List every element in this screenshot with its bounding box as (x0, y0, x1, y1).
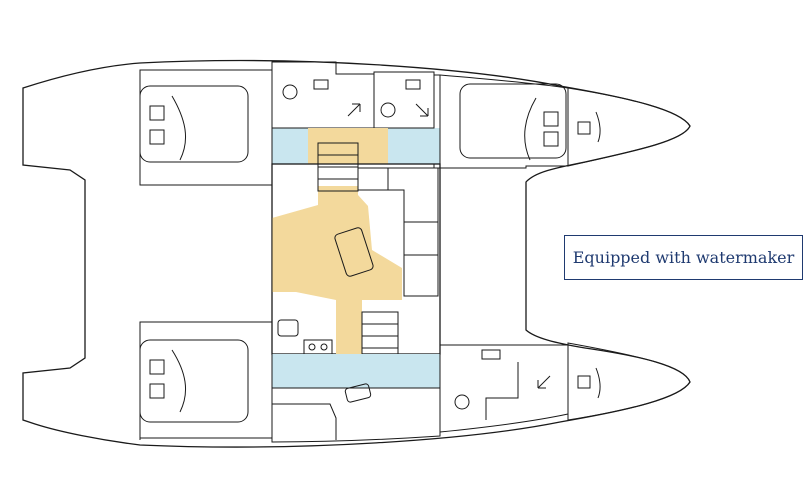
head-stbd-fwd-shower-icon (415, 103, 429, 117)
interior-lines (139, 62, 569, 442)
cabin-aft-starboard (139, 69, 273, 186)
head-port-shower-icon (537, 375, 551, 389)
galley-sink (344, 383, 372, 403)
pillows (149, 105, 591, 399)
galley-port (271, 387, 441, 443)
head-port-sink (481, 349, 501, 360)
berth-aft-port (139, 339, 249, 423)
bow-zone-port (567, 342, 691, 421)
head-port (439, 344, 569, 433)
watermaker-callout: Equipped with watermaker (564, 235, 803, 280)
chart-seat (277, 319, 299, 337)
saloon-table (334, 227, 374, 277)
corridor-port (272, 354, 440, 388)
head-starboard-fwd (373, 71, 435, 129)
head-stbd-fwd-sink (405, 79, 421, 90)
saloon-floor (272, 186, 402, 354)
head-port-partition (485, 362, 519, 420)
head-port-toilet (454, 394, 470, 410)
head-stbd-aft-shower-icon (347, 103, 361, 117)
galley-counter (272, 403, 337, 440)
saloon-settee (357, 167, 439, 297)
watermaker-callout-text: Equipped with watermaker (572, 248, 795, 267)
head-stbd-aft-sink (313, 79, 329, 90)
galley-stove (303, 339, 333, 355)
berth-forward-starboard (459, 83, 567, 159)
head-stbd-fwd-toilet (380, 102, 396, 118)
berth-aft-starboard (139, 85, 249, 163)
steps-port (361, 311, 399, 361)
berth-curves (171, 95, 601, 413)
head-stbd-aft-toilet (282, 84, 298, 100)
bow-zone-starboard (567, 87, 691, 167)
companionway-starboard (308, 128, 388, 164)
head-starboard-aft (271, 61, 375, 129)
cabin-aft-port (139, 321, 273, 439)
cabin-forward-starboard (433, 74, 569, 169)
